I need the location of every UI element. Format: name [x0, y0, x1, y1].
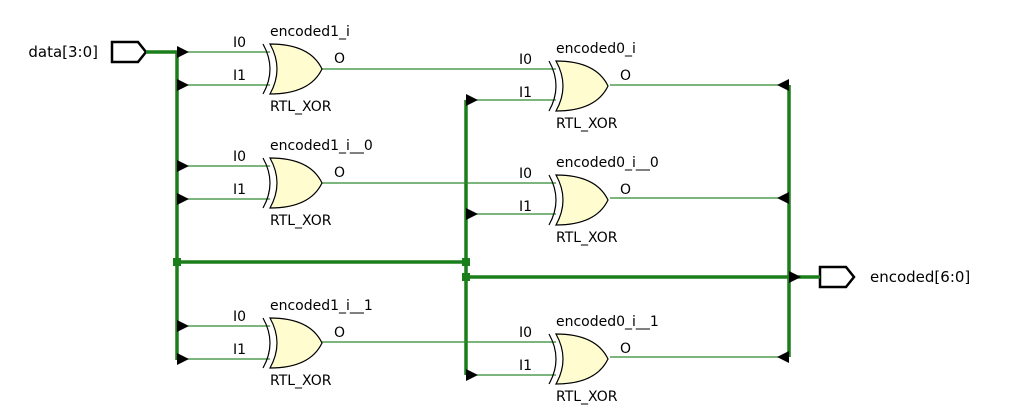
tap-triangle	[177, 193, 189, 205]
pin-label-o: O	[334, 51, 345, 67]
tap-triangle	[466, 94, 478, 106]
junction-dot	[173, 258, 181, 266]
gate-type-label: RTL_XOR	[270, 213, 332, 229]
gate-type-label: RTL_XOR	[270, 99, 332, 115]
xor-gate-body	[268, 43, 323, 95]
xor-gate-back-curve	[262, 157, 271, 209]
xor-gate-back-curve	[548, 174, 557, 226]
junction-dot	[462, 273, 470, 281]
gates-layer: encoded1_iI0I1ORTL_XORencoded1_i__0I0I1O…	[233, 24, 659, 405]
pin-label-i0: I0	[519, 325, 532, 341]
tap-triangle	[177, 160, 189, 172]
pin-label-o: O	[620, 182, 631, 198]
output-port-symbol	[818, 265, 856, 289]
pin-label-i1: I1	[519, 358, 532, 374]
input-port-symbol	[110, 40, 148, 64]
xor-gate-back-curve	[262, 317, 271, 369]
gate-type-label: RTL_XOR	[556, 116, 618, 132]
junction-dot	[462, 258, 470, 266]
xor-gate-body	[268, 157, 323, 209]
pin-label-i1: I1	[233, 68, 246, 84]
tap-triangle	[177, 320, 189, 332]
gate-instance-label: encoded0_i__0	[556, 155, 659, 171]
pin-label-i1: I1	[233, 342, 246, 358]
pin-label-i0: I0	[233, 149, 246, 165]
tap-triangle	[466, 369, 478, 381]
pin-label-i0: I0	[519, 166, 532, 182]
gate-instance-label: encoded1_i	[270, 24, 350, 40]
tap-triangle	[177, 46, 189, 58]
gate-type-label: RTL_XOR	[556, 389, 618, 405]
gate-type-label: RTL_XOR	[270, 373, 332, 389]
xor-gate-body	[268, 317, 323, 369]
tap-triangle	[777, 79, 789, 91]
gate-instance-label: encoded1_i__0	[270, 138, 373, 154]
xor-gate-back-curve	[262, 43, 271, 95]
gate-type-label: RTL_XOR	[556, 230, 618, 246]
pin-label-i1: I1	[519, 199, 532, 215]
tap-triangle	[789, 271, 801, 283]
tap-triangle	[177, 353, 189, 365]
tap-triangle	[177, 79, 189, 91]
output-port-label: encoded[6:0]	[870, 268, 970, 286]
pin-label-o: O	[334, 325, 345, 341]
bus-taps	[177, 46, 801, 381]
tap-triangle	[466, 208, 478, 220]
pin-label-o: O	[620, 68, 631, 84]
input-port[interactable]: data[3:0]	[28, 40, 148, 64]
signal-nets	[177, 51, 789, 376]
gate-instance-label: encoded1_i__1	[270, 298, 373, 314]
bus-wires	[146, 50, 820, 375]
input-port-label: data[3:0]	[28, 43, 98, 61]
pin-label-i0: I0	[519, 52, 532, 68]
bus-junctions	[173, 258, 470, 281]
gate-instance-label: encoded0_i	[556, 41, 636, 57]
xor-gate-body	[554, 333, 609, 385]
xor-gate-back-curve	[548, 60, 557, 112]
pin-label-o: O	[620, 341, 631, 357]
pin-label-i1: I1	[519, 85, 532, 101]
pin-label-i1: I1	[233, 182, 246, 198]
tap-triangle	[777, 192, 789, 204]
pin-label-i0: I0	[233, 309, 246, 325]
gate-instance-label: encoded0_i__1	[556, 314, 659, 330]
xor-gate-body	[554, 174, 609, 226]
xor-gate-body	[554, 60, 609, 112]
pin-label-i0: I0	[233, 35, 246, 51]
output-port[interactable]: encoded[6:0]	[818, 265, 970, 289]
tap-triangle	[777, 351, 789, 363]
pin-label-o: O	[334, 165, 345, 181]
xor-gate-back-curve	[548, 333, 557, 385]
